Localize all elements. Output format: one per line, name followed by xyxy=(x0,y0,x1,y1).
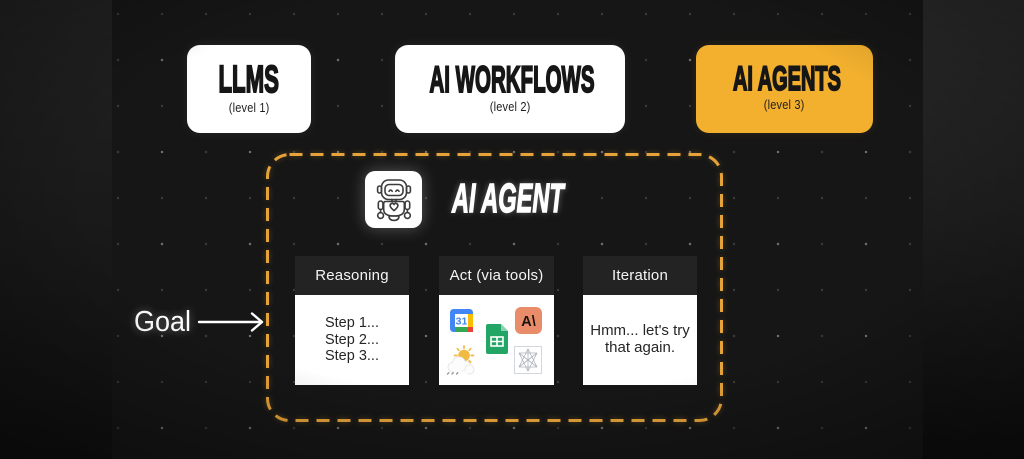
svg-text:A\: A\ xyxy=(521,314,536,330)
svg-text:31: 31 xyxy=(456,315,468,327)
